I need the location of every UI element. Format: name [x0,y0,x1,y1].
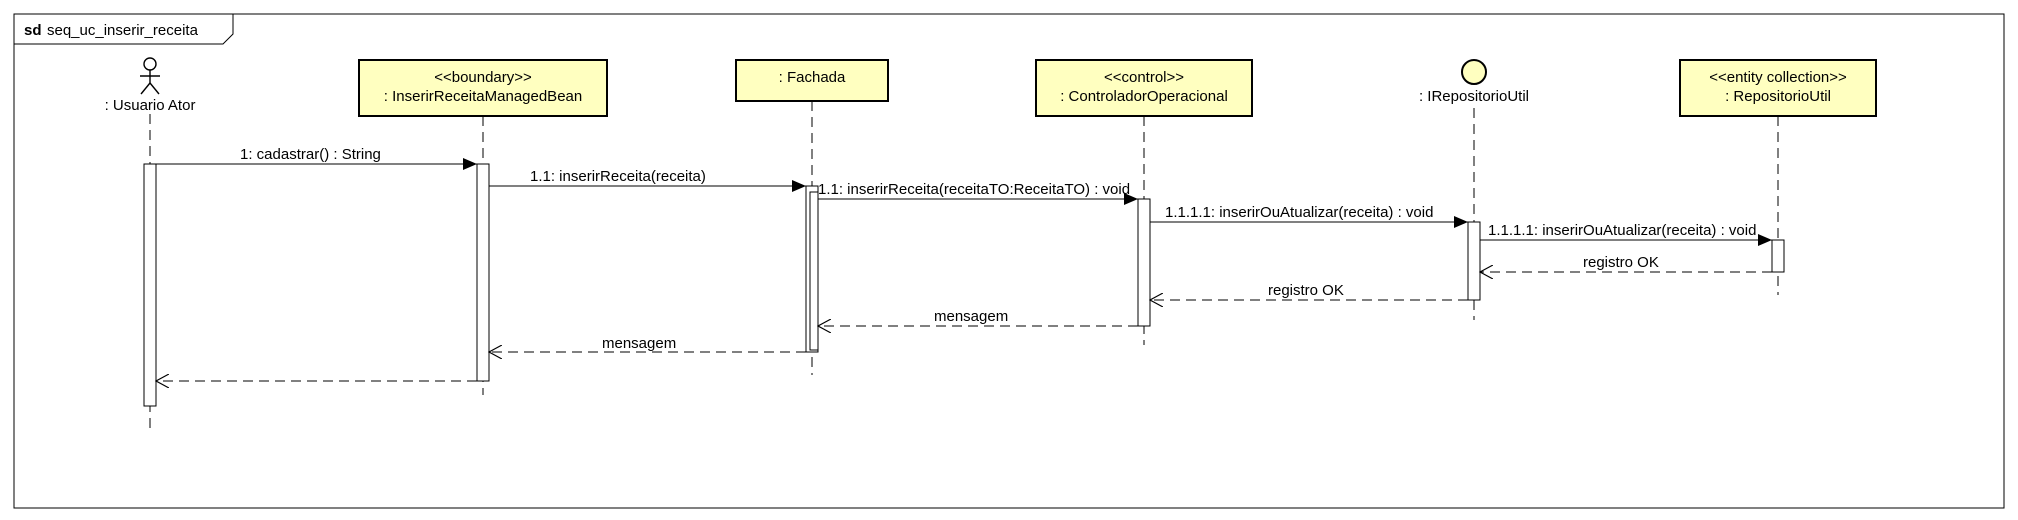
frame-name-tab [14,14,234,45]
message-label: 1.1.1.1: inserirOuAtualizar(receita) : v… [1165,204,1433,221]
lifeline-box [1035,59,1253,117]
activation-bars [143,163,1785,407]
activation-bar [476,163,490,382]
message-label: 1: cadastrar() : String [240,146,381,163]
actor-icon [140,57,160,95]
frame-title: seq_uc_inserir_receita [47,22,199,39]
message-label: 1.1: inserirReceita(receita) [530,168,706,185]
frame: sd seq_uc_inserir_receita [13,13,2005,509]
lifeline-usuario-ator[interactable]: : Usuario Ator [105,57,196,114]
lifeline-label: : Fachada [779,69,846,86]
message-labels: 1: cadastrar() : String 1.1: inserirRece… [240,146,1756,352]
lifeline-stereotype: <<control>> [1104,69,1184,86]
activation-bar [143,163,157,407]
messages [156,158,1772,381]
lifeline-box [358,59,608,117]
lifeline-label: : Usuario Ator [105,97,196,114]
lifeline-label: : InserirReceitaManagedBean [384,88,582,105]
message-label: 1.1.1.1: inserirOuAtualizar(receita) : v… [1488,222,1756,239]
interface-circle-icon [1461,59,1487,85]
lifeline-lines [149,101,1779,428]
message-label: mensagem [602,335,676,352]
lifeline-heads: : Usuario Ator <<boundary>> : InserirRec… [105,57,1877,117]
lifeline-inserir-receita-managed-bean[interactable]: <<boundary>> : InserirReceitaManagedBean [358,59,608,117]
message-label: registro OK [1268,282,1344,299]
frame-border [13,13,2005,509]
lifeline-controlador-operacional[interactable]: <<control>> : ControladorOperacional [1035,59,1253,117]
lifeline-repositorio-util[interactable]: <<entity collection>> : RepositorioUtil [1679,59,1877,117]
activation-bar [1467,221,1481,301]
message-label: mensagem [934,308,1008,325]
lifeline-box [735,59,889,102]
frame-keyword: sd [24,22,42,39]
message-label: 1.1: inserirReceita(receitaTO:ReceitaTO)… [818,181,1130,198]
lifeline-irepositorio-util[interactable]: : IRepositorioUtil [1419,59,1529,105]
lifeline-stereotype: <<entity collection>> [1709,69,1847,86]
message-label: registro OK [1583,254,1659,271]
activation-bar [1771,239,1785,273]
activation-bar [809,191,819,351]
lifeline-label: : ControladorOperacional [1060,88,1228,105]
lifeline-stereotype: <<boundary>> [434,69,532,86]
activation-bar [1137,198,1151,327]
lifeline-label: : RepositorioUtil [1725,88,1831,105]
lifeline-label: : IRepositorioUtil [1419,88,1529,105]
lifeline-fachada[interactable]: : Fachada [735,59,889,102]
